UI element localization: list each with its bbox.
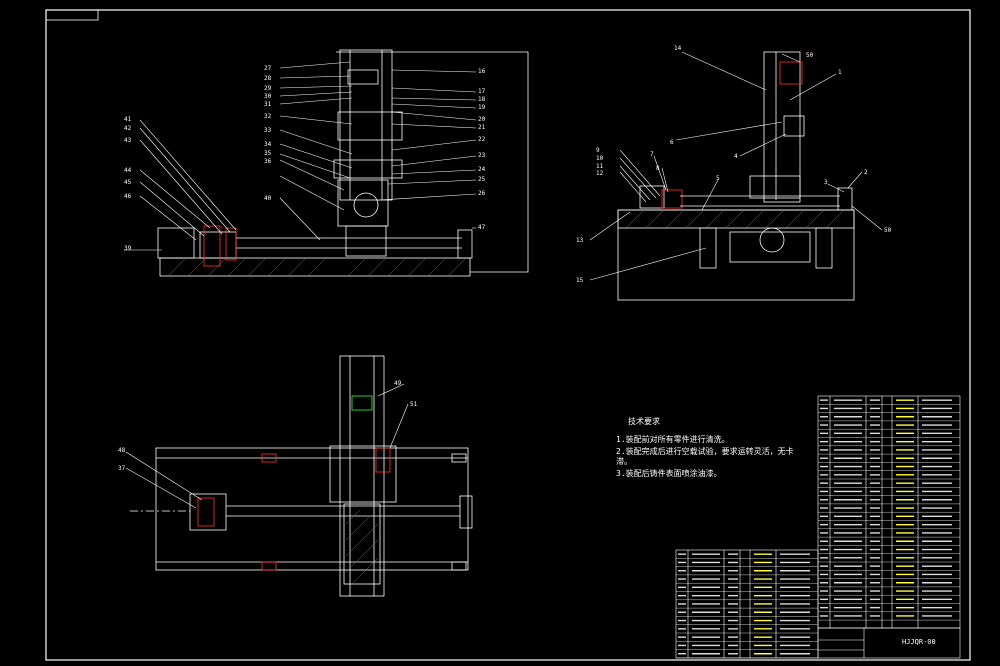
callout-44: 44 (124, 167, 132, 174)
drawing-number: HJJQR-00 (902, 638, 936, 646)
callout-21: 21 (478, 124, 486, 131)
callout-30: 30 (264, 93, 272, 100)
callout-9: 9 (596, 147, 600, 154)
tech-note-line-3: 滞。 (616, 456, 632, 466)
callout-26: 26 (478, 190, 486, 197)
callout-34: 34 (264, 141, 272, 148)
technical-requirements: 技术要求 1.装配前对所有零件进行清洗。 2.装配完成后进行空载试验，要求运转灵… (616, 416, 794, 478)
callout-11: 11 (596, 163, 604, 170)
callout-35: 35 (264, 150, 272, 157)
outer-border (45, 9, 971, 661)
callout-39: 39 (124, 245, 132, 252)
tech-note-line-1: 1.装配前对所有零件进行清洗。 (616, 434, 730, 444)
callout-16: 16 (478, 68, 486, 75)
callout-37: 37 (118, 465, 126, 472)
callout-36: 36 (264, 158, 272, 165)
callout-5: 5 (716, 175, 720, 182)
callout-17: 17 (478, 88, 486, 95)
top-view (125, 355, 473, 597)
callout-29: 29 (264, 85, 272, 92)
side-view (589, 51, 883, 301)
callout-49: 49 (394, 380, 402, 387)
callout-51: 51 (410, 401, 418, 408)
callout-32: 32 (264, 113, 272, 120)
callout-10: 10 (596, 155, 604, 162)
callout-47: 47 (478, 224, 486, 231)
callout-12: 12 (596, 170, 604, 177)
callout-33: 33 (264, 127, 272, 134)
callout-20: 20 (478, 116, 486, 123)
callout-18: 18 (478, 96, 486, 103)
callout-48: 48 (118, 447, 126, 454)
callout-4: 4 (734, 153, 738, 160)
callout-1: 1 (838, 69, 842, 76)
callout-2: 2 (864, 169, 868, 176)
callout-23: 23 (478, 152, 486, 159)
parts-list-rows (676, 399, 960, 659)
callout-28: 28 (264, 75, 272, 82)
front-view-labels: 41 42 43 44 45 46 39 27 28 29 30 31 32 3… (124, 65, 486, 252)
callout-25: 25 (478, 176, 486, 183)
front-view (124, 49, 529, 277)
callout-15: 15 (576, 277, 584, 284)
callout-41: 41 (124, 116, 132, 123)
callout-46: 46 (124, 193, 132, 200)
corner-label-box (45, 9, 99, 21)
callout-45: 45 (124, 179, 132, 186)
callout-42: 42 (124, 125, 132, 132)
callout-50-top: 50 (806, 52, 814, 59)
callout-3: 3 (824, 179, 828, 186)
callout-40: 40 (264, 195, 272, 202)
top-view-labels: 49 51 48 37 (118, 380, 418, 472)
callout-13: 13 (576, 237, 584, 244)
callout-8: 8 (656, 165, 660, 172)
callout-27: 27 (264, 65, 272, 72)
callout-6: 6 (670, 139, 674, 146)
tech-notes-title: 技术要求 (628, 416, 660, 426)
callout-50-bottom: 50 (884, 227, 892, 234)
callout-19: 19 (478, 104, 486, 111)
callout-22: 22 (478, 136, 486, 143)
side-view-labels: 14 50 1 6 4 9 10 11 12 7 8 5 13 15 3 2 5… (576, 45, 892, 284)
callout-43: 43 (124, 137, 132, 144)
callout-31: 31 (264, 101, 272, 108)
callout-14-side: 14 (674, 45, 682, 52)
tech-note-line-2: 2.装配完成后进行空载试验，要求运转灵活，无卡 (616, 446, 794, 456)
tech-note-line-4: 3.装配后铸件表面喷涂油漆。 (616, 468, 722, 478)
callout-24: 24 (478, 166, 486, 173)
callout-7: 7 (650, 151, 654, 158)
